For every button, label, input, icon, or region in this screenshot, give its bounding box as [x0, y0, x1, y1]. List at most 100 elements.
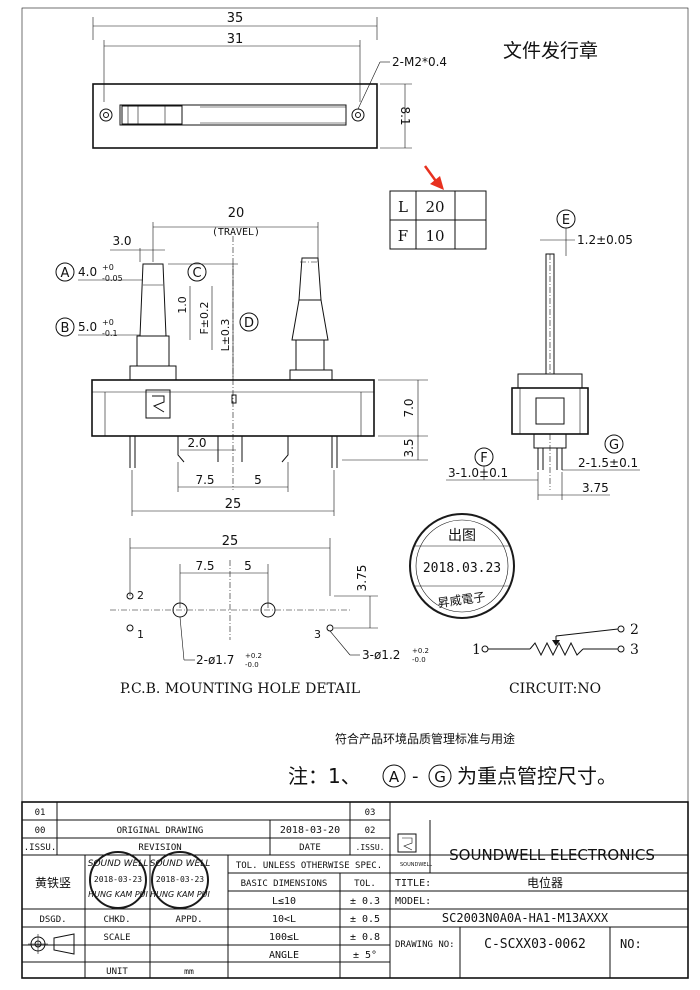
- dim-1: 1.0: [176, 296, 189, 314]
- dim-travel-label: (TRAVEL): [212, 227, 260, 238]
- company-logo-text: SOUNDWELL: [400, 862, 432, 868]
- rev-00-desc: ORIGINAL DRAWING: [117, 826, 204, 836]
- date-label: DATE: [299, 843, 321, 853]
- pcb-hole-big-tol-lower: -0.0: [245, 661, 259, 669]
- tol-header: TOL. UNLESS OTHERWISE SPEC.: [236, 861, 382, 871]
- pcb-hole-big-tol-upper: +0.2: [245, 652, 262, 660]
- stamp-sub: HUNG KAM PUI: [88, 890, 148, 899]
- pcb-mount-hole: [260, 602, 276, 618]
- rev-00: 00: [35, 826, 46, 836]
- circuit-pin-2: 2: [630, 622, 639, 638]
- dim-b-tol-lower: -0.1: [102, 329, 118, 338]
- top-view-body: [92, 83, 378, 149]
- marker-e: E: [562, 213, 570, 228]
- lf-row-key: F: [398, 227, 408, 245]
- pcb-hole-2: [126, 592, 134, 600]
- pcb-dim-25: 25: [222, 534, 239, 549]
- dim-e: 1.2±0.05: [577, 233, 633, 247]
- dim-7-5: 7.5: [195, 473, 214, 487]
- note-marker-a: A: [389, 768, 400, 786]
- lf-table: L 20 F 10: [389, 190, 487, 250]
- pcb-detail: 25 7.5 5 3.75 2 1 3 2-ø1.7 +0.2 -0.0 3-ø…: [110, 534, 429, 697]
- dim-3: 3.0: [112, 234, 131, 248]
- stamp-sub: HUNG KAM PUI: [150, 890, 210, 899]
- top-view: 35 31 2-M2*0.4 8.1: [92, 11, 447, 149]
- issu-label: .ISSU.: [24, 843, 57, 853]
- dim-f-side: 3-1.0±0.1: [448, 466, 508, 480]
- approval-stamp: SOUND WELL 2018-03-23 HUNG KAM PUI: [150, 851, 211, 909]
- rev-02: 02: [365, 826, 376, 836]
- marker-d: D: [244, 316, 254, 331]
- pcb-hole-small-tol-upper: +0.2: [412, 647, 429, 655]
- tol-value: ± 5°: [353, 950, 377, 961]
- circuit-pin-1: 1: [472, 642, 481, 658]
- dim-7: 7.0: [402, 398, 416, 417]
- date-stamp: 出图 2018.03.23 昇威電子: [409, 513, 515, 619]
- dim-b-tol-upper: +0: [102, 318, 114, 327]
- unit-label: UNIT: [106, 967, 128, 977]
- pcb-hole-3: [326, 624, 334, 632]
- pcb-pin-1: 1: [137, 628, 144, 641]
- title-block: 01 00 ORIGINAL DRAWING 2018-03-20 03 02 …: [21, 801, 689, 979]
- tol-value: ± 0.5: [350, 914, 380, 925]
- issu-label-2: .ISSU.: [356, 843, 385, 852]
- marker-f: F: [480, 451, 487, 466]
- dim-5: 5: [254, 473, 262, 487]
- rev-00-date: 2018-03-20: [280, 825, 340, 836]
- circuit-pin-3: 3: [630, 642, 639, 658]
- marker-b: B: [61, 321, 70, 336]
- stamp-date: 2018-03-23: [156, 875, 204, 884]
- dim-top-height: 8.1: [398, 106, 412, 125]
- dim-f: F±0.2: [198, 301, 211, 334]
- red-arrow-icon: [423, 165, 444, 190]
- pcb-hole-big: 2-ø1.7: [196, 653, 234, 667]
- date-stamp-bottom: 昇威電子: [437, 590, 486, 611]
- company-logo-icon: [397, 833, 417, 853]
- note-suffix: 为重点管控尺寸。: [457, 764, 617, 788]
- note-prefix: 注：1、: [288, 764, 361, 788]
- dim-l: L±0.3: [219, 319, 232, 352]
- stamp-name: SOUND WELL: [150, 859, 211, 869]
- model-value: SC2003N0A0A-HA1-M13AXXX: [442, 911, 609, 925]
- note-marker-g: G: [434, 768, 446, 786]
- marker-g: G: [609, 438, 619, 453]
- dsgd-label: DSGD.: [39, 915, 66, 925]
- title-value: 电位器: [527, 875, 563, 890]
- drawn-name: 黄铁竖: [35, 876, 71, 890]
- dim-top-width-outer: 35: [227, 11, 244, 26]
- chkd-label: CHKD.: [103, 915, 130, 925]
- notes: 符合产品环境品质管理标准与用途 注：1、 A - G 为重点管控尺寸。: [288, 731, 617, 788]
- tol-range: L≤10: [272, 896, 296, 907]
- date-stamp-date: 2018.03.23: [423, 561, 501, 576]
- front-view: 20 (TRAVEL) 3.0: [55, 206, 428, 516]
- note-dash: -: [412, 766, 419, 787]
- title-label: TITLE:: [395, 878, 431, 889]
- drawing-no-value: C-SCXX03-0062: [484, 937, 586, 952]
- dim-top-width-inner: 31: [227, 32, 244, 47]
- tol-value: ± 0.8: [350, 932, 380, 943]
- stamp-date: 2018-03-23: [94, 875, 142, 884]
- circuit-diagram: 1 2 3 CIRCUIT:NO: [472, 622, 639, 697]
- rev-01: 01: [35, 808, 46, 818]
- stamp-name: SOUND WELL: [88, 859, 149, 869]
- soundwell-logo-icon: [145, 389, 171, 419]
- pcb-hole-1: [126, 624, 134, 632]
- pcb-hole-small: 3-ø1.2: [362, 648, 400, 662]
- pcb-hole-small-tol-lower: -0.0: [412, 656, 426, 664]
- dim-travel-value: 20: [228, 206, 245, 221]
- doc-issue-stamp: 文件发行章: [503, 40, 598, 62]
- approval-stamp: SOUND WELL 2018-03-23 HUNG KAM PUI: [88, 851, 149, 909]
- circuit-caption: CIRCUIT:NO: [509, 681, 601, 697]
- company-name: SOUNDWELL ELECTRONICS: [449, 846, 655, 864]
- pcb-pin-3: 3: [314, 628, 321, 641]
- lf-row-key: L: [398, 198, 408, 216]
- tol-label: TOL.: [354, 879, 376, 889]
- lf-row-value: 10: [425, 227, 444, 245]
- pcb-dim-7-5: 7.5: [195, 559, 214, 573]
- pcb-dim-5: 5: [244, 559, 252, 573]
- dim-3-75-side: 3.75: [582, 481, 609, 495]
- rohs-note: 符合产品环境品质管理标准与用途: [335, 731, 515, 746]
- basic-dim-label: BASIC DIMENSIONS: [241, 879, 328, 889]
- lf-row-value: 20: [425, 198, 444, 216]
- rev-03: 03: [365, 808, 376, 818]
